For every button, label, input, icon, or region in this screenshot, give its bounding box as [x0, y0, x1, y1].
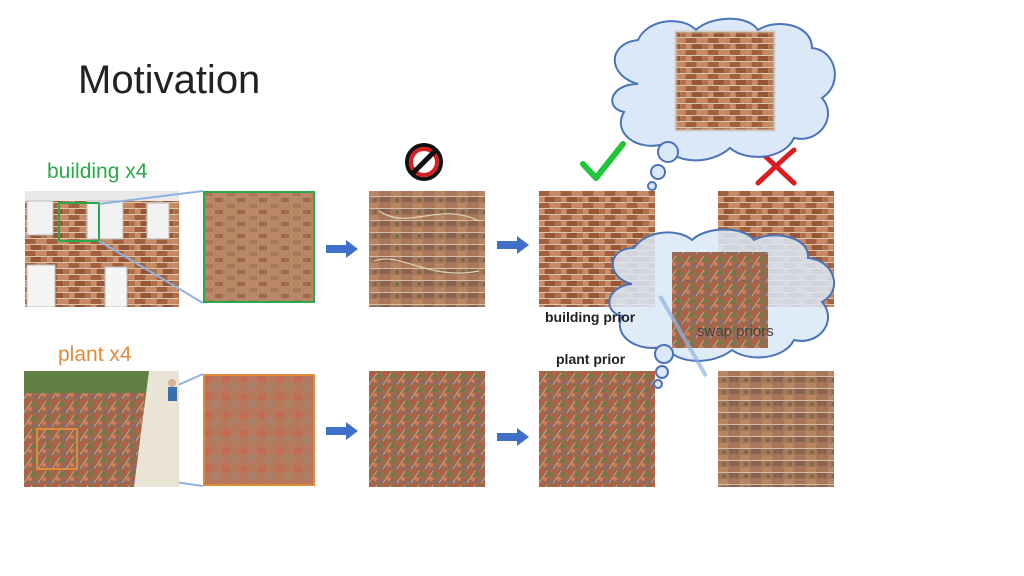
- plant-result-correct-prior: [539, 371, 655, 487]
- plant-zoom-crop: [203, 374, 315, 486]
- plant-label: plant x4: [58, 343, 132, 366]
- building-label: building x4: [47, 160, 148, 183]
- swap-priors-cloud: [608, 228, 836, 389]
- plant-prior-label: plant prior: [556, 351, 626, 367]
- arrow-icon: [497, 236, 529, 254]
- arrow-icon: [497, 428, 529, 446]
- arrow-icon: [326, 422, 358, 440]
- building-result-no-prior: [369, 191, 485, 307]
- prohibited-icon: [405, 143, 443, 181]
- slide-title: Motivation: [78, 58, 261, 102]
- plant-result-swapped-prior: [718, 371, 834, 487]
- building-prior-cloud: [611, 17, 836, 191]
- plant-photo: [24, 371, 179, 487]
- swap-priors-label: swap priors: [697, 323, 774, 340]
- arrow-icon: [326, 240, 358, 258]
- building-zoom-crop: [203, 191, 315, 303]
- check-icon: [580, 141, 626, 181]
- building-prior-label: building prior: [545, 309, 636, 325]
- building-photo: [25, 191, 179, 307]
- plant-result-no-prior: [369, 371, 485, 487]
